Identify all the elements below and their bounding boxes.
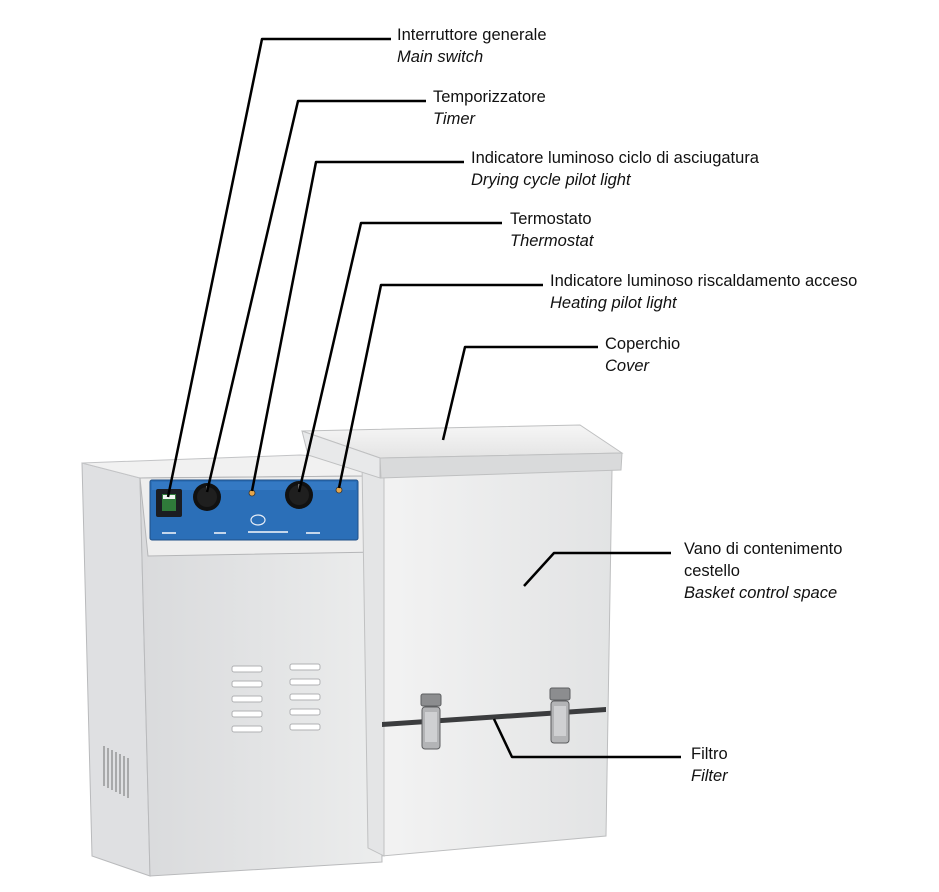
label-it: Termostato	[510, 210, 592, 228]
label-it: Indicatore luminoso ciclo di asciugatura	[471, 149, 759, 167]
label-en: Filter	[691, 767, 728, 785]
label-it-line2: cestello	[684, 562, 740, 580]
label-it: Indicatore luminoso riscaldamento acceso	[550, 272, 858, 290]
leader-thermostat	[297, 221, 502, 493]
thermostat-knob-icon	[285, 481, 313, 509]
dryer-machine	[81, 424, 624, 877]
label-en: Cover	[605, 357, 650, 375]
label-en: Timer	[433, 110, 476, 128]
cover-lid	[301, 424, 624, 479]
leader-basket-space	[523, 551, 671, 587]
callout-drying-light: Indicatore luminoso ciclo di asciugatura…	[471, 147, 759, 191]
callout-filter: Filtro Filter	[691, 743, 728, 787]
leader-cover	[441, 345, 598, 441]
label-en: Main switch	[397, 48, 484, 66]
filter-latch-left-icon	[420, 693, 442, 750]
leader-filter	[492, 718, 681, 759]
control-cabinet-side	[81, 462, 151, 877]
label-it: Interruttore generale	[397, 26, 547, 44]
label-it: Coperchio	[605, 335, 681, 353]
label-en: Heating pilot light	[550, 294, 677, 312]
callout-thermostat: Termostato Thermostat	[510, 208, 593, 252]
brand-logo-icon	[250, 514, 266, 526]
filter-latch-right-icon	[549, 687, 571, 744]
leader-drying-light	[250, 160, 464, 492]
label-en: Drying cycle pilot light	[471, 171, 631, 189]
basket-cabinet-front	[379, 469, 613, 857]
leader-lines	[166, 37, 681, 759]
callout-heating-light: Indicatore luminoso riscaldamento acceso…	[550, 270, 857, 314]
label-it: Temporizzatore	[433, 88, 546, 106]
timer-knob-icon	[193, 483, 221, 511]
callout-timer: Temporizzatore Timer	[433, 86, 546, 130]
callout-basket-space: Vano di contenimento cestello Basket con…	[684, 538, 842, 604]
callout-cover: Coperchio Cover	[605, 333, 680, 377]
label-en: Basket control space	[684, 584, 838, 602]
callout-main-switch: Interruttore generale Main switch	[397, 24, 547, 68]
label-it: Vano di contenimento	[684, 540, 843, 558]
leader-heating-light	[337, 283, 543, 489]
side-vents	[103, 746, 129, 798]
leader-timer	[205, 99, 426, 493]
leader-main-switch	[166, 37, 391, 498]
front-vents	[231, 663, 321, 733]
label-it: Filtro	[691, 745, 728, 763]
label-en: Thermostat	[510, 232, 594, 250]
